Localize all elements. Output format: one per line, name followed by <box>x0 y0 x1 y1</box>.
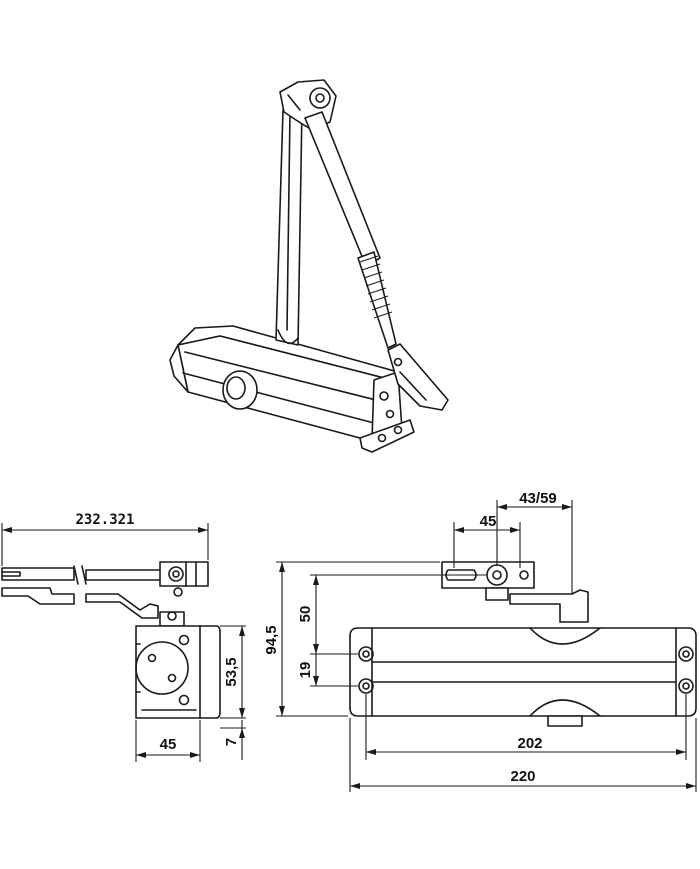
isometric-view <box>169 79 449 453</box>
side-view: 232.321 53,5 7 45 <box>1 512 246 762</box>
spring-coil <box>359 255 393 319</box>
dim-body-length: 220 <box>510 768 535 785</box>
dim-arm-length: 232.321 <box>75 512 134 528</box>
dim-body-line: 19 <box>297 662 314 679</box>
dim-hole-spacing: 202 <box>517 735 542 752</box>
dim-arm-height: 50 <box>297 606 314 623</box>
dim-side-width: 45 <box>160 736 177 753</box>
dim-arm-offset-45: 45 <box>480 513 497 530</box>
front-view: 94,5 50 19 45 43/59 202 <box>263 490 697 792</box>
dim-side-offset: 7 <box>223 738 240 746</box>
dim-arm-offset-43-59: 43/59 <box>519 490 557 507</box>
dim-total-height: 94,5 <box>263 625 280 654</box>
dim-side-body-height: 53,5 <box>223 657 240 686</box>
